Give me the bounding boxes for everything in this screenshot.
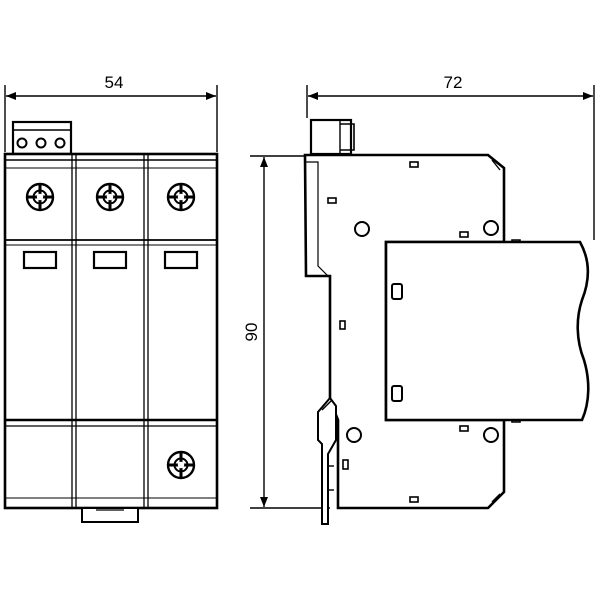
depth-dimension: 72 <box>306 73 595 240</box>
height-dimension: 90 <box>242 155 330 509</box>
screw-terminal-icon <box>166 182 196 212</box>
top-terminal-block <box>11 120 73 156</box>
side-top-terminal <box>309 118 355 156</box>
side-housing-outline <box>303 153 506 510</box>
screw-terminal-icon <box>25 182 55 212</box>
depth-dimension-label: 72 <box>444 73 463 92</box>
plug-in-module <box>384 239 590 423</box>
width-dimension: 54 <box>4 73 218 152</box>
screw-terminal-icon <box>95 182 125 212</box>
height-dimension-label: 90 <box>242 323 261 342</box>
width-dimension-label: 54 <box>105 73 124 92</box>
din-latch <box>81 507 139 523</box>
side-view: 72 90 <box>242 73 595 525</box>
screw-terminal-icon <box>166 450 196 480</box>
status-window <box>92 250 128 270</box>
pole-dividers <box>71 154 149 508</box>
status-window <box>163 250 199 270</box>
status-window <box>22 250 58 270</box>
front-body-outline <box>3 152 219 510</box>
din-rail-clip <box>317 396 337 525</box>
front-view: 54 <box>3 73 219 523</box>
